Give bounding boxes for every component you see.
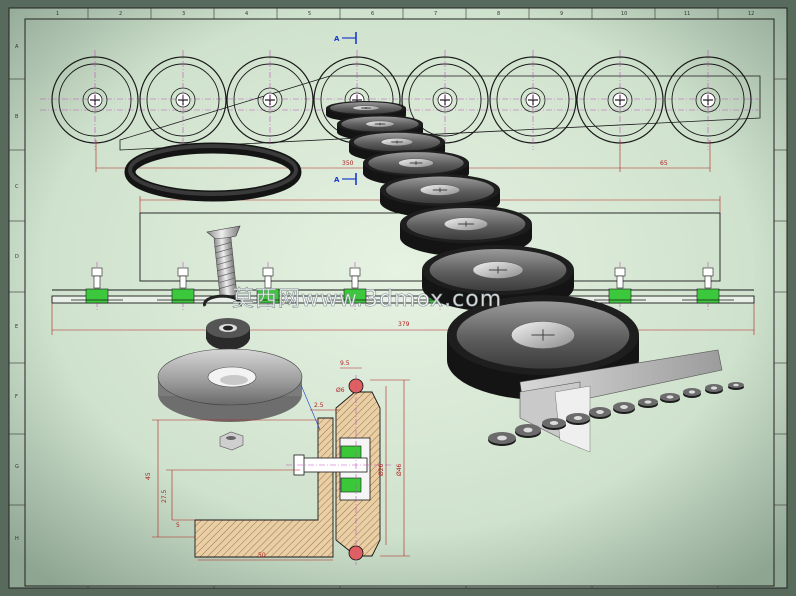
retaining-clip	[203, 294, 242, 307]
countersunk-screw	[206, 225, 241, 297]
section-marker-top: A	[334, 32, 357, 44]
tick-top-6: 6	[371, 11, 374, 17]
rail-roller	[566, 413, 590, 425]
elevation-view	[51, 196, 755, 335]
rail-roller	[705, 384, 723, 394]
tick-top-10: 10	[621, 11, 627, 17]
dim-detail-b: 2.5	[314, 402, 324, 409]
rail-roller	[683, 388, 701, 398]
tick-side-e: E	[15, 324, 18, 330]
top-wheel	[226, 50, 314, 150]
tick-top-8: 8	[497, 11, 500, 17]
elevation-bolt	[157, 262, 209, 312]
dim-detail-g: Ø6	[336, 387, 345, 394]
tick-side-f: F	[15, 394, 18, 400]
rail-roller	[613, 402, 635, 414]
rail-roller	[660, 393, 680, 403]
tick-top-12: 12	[748, 11, 754, 17]
tick-side-c: C	[15, 184, 19, 190]
svg-text:A: A	[334, 35, 340, 43]
tick-side-d: D	[15, 254, 19, 260]
tick-side-g: G	[15, 464, 19, 470]
drawing-border	[24, 18, 775, 587]
dim-top-pitch: 65	[660, 160, 668, 167]
dim-detail-i: Ø46	[396, 463, 403, 476]
tick-top-3: 3	[182, 11, 185, 17]
tick-side-h: H	[15, 536, 19, 542]
tick-side-b: B	[15, 114, 19, 120]
stack-wheel	[400, 205, 532, 257]
tick-top-7: 7	[434, 11, 437, 17]
rail-roller	[728, 382, 744, 390]
dim-detail-f: 50	[258, 552, 266, 559]
dim-detail-c: 45	[145, 472, 152, 480]
dim-detail-d: 27.5	[161, 489, 168, 503]
tick-top-5: 5	[308, 11, 311, 17]
tick-top-4: 4	[245, 11, 248, 17]
elevation-bolt	[242, 262, 294, 312]
tick-top-1: 1	[56, 11, 59, 17]
section-dimensions	[152, 367, 410, 561]
rail-roller	[515, 424, 541, 438]
top-wheel	[51, 50, 139, 150]
elevation-bolt	[682, 262, 734, 312]
hex-nut	[219, 431, 244, 451]
watermark: 莫西网www.3dmox.com	[232, 287, 502, 312]
rail-rollers	[488, 382, 744, 446]
wheel-disc	[157, 348, 303, 422]
elevation-bolt	[71, 262, 123, 312]
bearing	[206, 318, 250, 350]
dim-detail-a: 9.5	[340, 360, 350, 367]
section-marker-bottom: A	[334, 173, 357, 185]
rail-perspective	[519, 349, 723, 453]
section-detail	[194, 375, 392, 565]
stack-wheel	[326, 101, 406, 122]
svg-text:A: A	[334, 176, 340, 184]
top-wheel	[664, 50, 752, 150]
dim-top-span: 350	[342, 160, 354, 167]
rail-roller	[638, 398, 658, 408]
top-wheel	[489, 50, 577, 150]
top-wheel	[139, 50, 227, 150]
rail-roller	[589, 407, 611, 419]
rail-roller	[542, 418, 566, 430]
tick-top-9: 9	[560, 11, 563, 17]
border-ticks	[9, 8, 787, 588]
o-ring	[124, 142, 302, 202]
dim-detail-h: Ø26	[378, 463, 385, 476]
elevation-bolt	[329, 262, 381, 312]
rail-roller	[488, 432, 516, 446]
dim-detail-e: 5	[176, 522, 180, 529]
tick-side-a: A	[15, 44, 19, 50]
border-tick-labels: 1 2 3 4 5 6 7 8 9 10 11 12 A B C D E F G…	[15, 11, 754, 542]
tick-top-11: 11	[684, 11, 690, 17]
tick-top-2: 2	[119, 11, 122, 17]
dim-mid-total: 379	[398, 321, 410, 328]
elevation-bolt	[594, 262, 646, 312]
